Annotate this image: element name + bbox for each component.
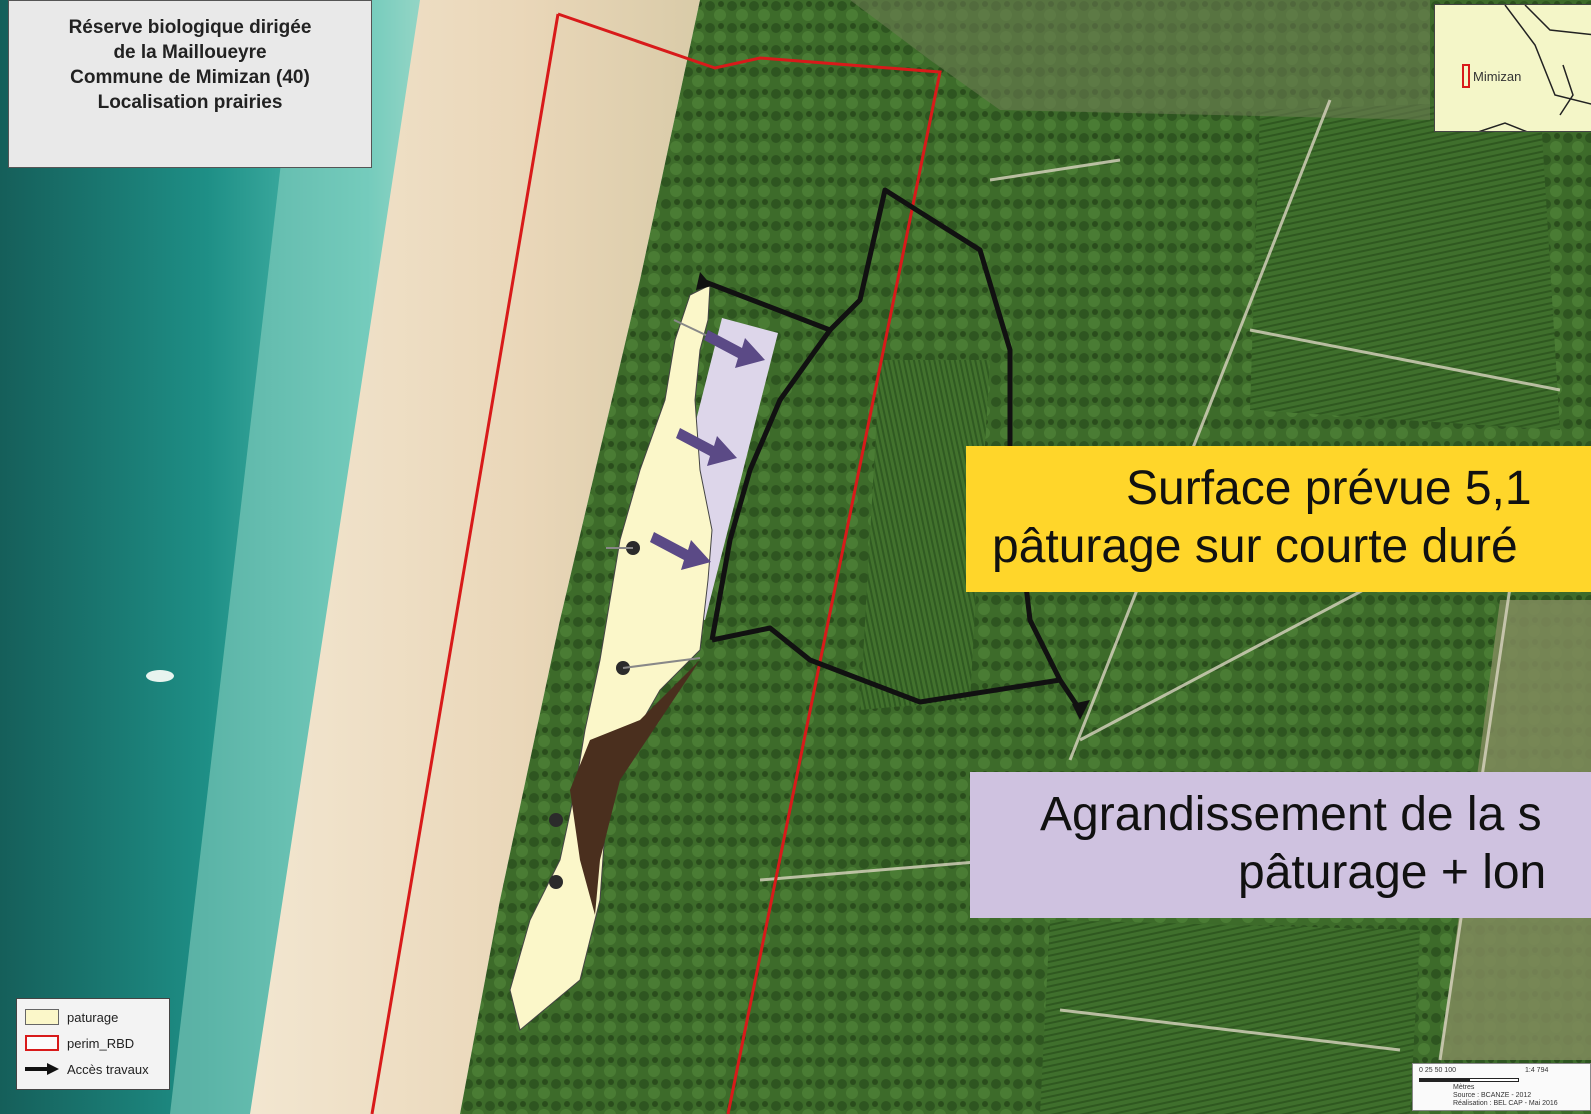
pasture-connectors [606,319,713,669]
pine-plantation-middle [860,360,990,710]
black-arrow-icon [696,272,712,290]
inset-map-shapes [1462,5,1591,131]
legend-label: Accès travaux [67,1061,149,1077]
map-title: Réserve biologique dirigée de la Maillou… [8,0,372,168]
perimeter-swatch-icon [25,1035,59,1051]
surface-annotation: Surface prévue 5,1 pâturage sur courte d… [966,446,1591,592]
scale-bar: 0 25 50 100 1:4 794 Mètres Source : BCAN… [1412,1063,1591,1111]
scale-ratio: 1:4 794 [1525,1067,1549,1074]
scale-unit: Mètres [1453,1084,1475,1091]
scale-source: Source : BCANZE - 2012 [1453,1092,1532,1099]
beach [250,0,700,1114]
map-title-line-1: Réserve biologique dirigée [68,17,312,38]
pine-plantation-north [1250,100,1560,430]
map-title-line-3: Commune de Mimizan (40) [70,67,310,88]
legend-item-paturage: paturage [25,1007,118,1027]
wave-foam [146,670,174,682]
inset-place-label: Mimizan [1473,69,1522,84]
legend-label: paturage [67,1009,119,1025]
access-track [699,187,1083,712]
purple-arrow-icon [650,330,765,570]
wetland-area [570,660,700,915]
pasture-swatch-icon [25,1009,59,1025]
legend-item-access: Accès travaux [25,1059,149,1079]
village [850,0,1430,120]
map-title-line-4: Localisation prairies [97,92,283,113]
surface-annotation-line-1: Surface prévue 5,1 [1126,462,1532,515]
map-title-line-2: de la Mailloueyre [113,42,267,63]
extension-annotation-line-2: pâturage + lon [1238,846,1547,899]
pine-plantation-south [1040,920,1420,1114]
access-arrow-icon [25,1061,59,1077]
pasture-area [509,284,713,1031]
legend-label: perim_RBD [67,1035,135,1051]
reserve-perimeter [370,12,942,1114]
scale-credit: Réalisation : BEL CAP - Mai 2016 [1453,1100,1558,1107]
extension-annotation: Agrandissement de la s pâturage + lon [970,772,1591,918]
map-legend: paturage perim_RBD Accès travaux [16,998,170,1090]
legend-item-perimeter: perim_RBD [25,1033,134,1053]
extension-annotation-line-1: Agrandissement de la s [1040,788,1542,841]
surface-annotation-line-2: pâturage sur courte duré [992,520,1518,573]
inset-map: Mimizan [1434,4,1591,132]
black-arrow-icon [1072,700,1090,720]
scale-bar-graphic-alt [1469,1078,1519,1082]
scale-ticks: 0 25 50 100 [1419,1067,1456,1074]
